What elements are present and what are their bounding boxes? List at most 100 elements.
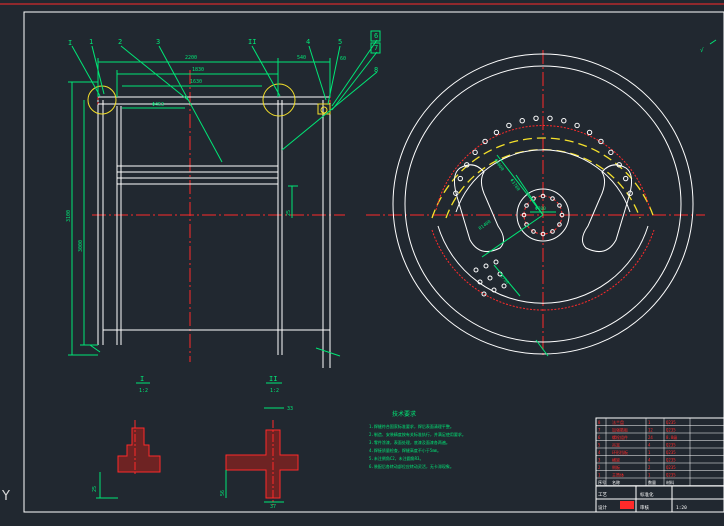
parts-cell: Q235 — [666, 442, 676, 447]
parts-cell: 加强筋板 — [612, 426, 628, 432]
lower-bolt-hole — [487, 275, 493, 281]
tech-title: 技术要求 — [392, 410, 416, 418]
hub-bolt-hole — [540, 231, 546, 237]
callout-7: 7 — [374, 44, 378, 52]
left-slot — [454, 164, 504, 253]
detail-I-view: I 1:2 25 — [92, 375, 161, 499]
hub-bolt-hole — [531, 229, 536, 234]
parts-cell: 2 — [648, 465, 651, 470]
parts-cell: 8.8级 — [666, 434, 677, 440]
parts-cell: 1 — [648, 420, 651, 425]
front-view: 2200 1830 1630 540 60 3100 3000 Φ453 25 … — [66, 30, 381, 368]
detail-II-dim-37: 37 — [270, 504, 276, 510]
callout-7-box — [370, 42, 381, 54]
parts-cell: 序号 — [598, 479, 606, 485]
parts-cell: Q235 — [666, 420, 676, 425]
upper-bolt-arc — [453, 115, 633, 196]
inner-ring-arc — [455, 149, 631, 213]
callout-I: I — [68, 39, 72, 47]
side-view: Φ4600 Φ3780 R1400 Φ700 1750 √ — [366, 39, 717, 357]
lower-bolt-hole — [501, 283, 507, 289]
technical-requirements: 技术要求 1.焊缝符合国家标准要求，焊后表面清理平整。 2.制造、安装精度按有关… — [369, 410, 466, 469]
rim-bolt-hole — [623, 175, 629, 182]
side-dimension-lines — [481, 154, 556, 297]
hub-bolt-hole — [557, 222, 562, 227]
parts-cell: 4 — [648, 442, 651, 447]
hub-bolt-hole — [550, 196, 555, 201]
detail-I-section — [117, 427, 161, 473]
title-block-red-mark — [620, 501, 634, 509]
tech-line-6: 6.装配后各转动部位应转动灵活，无卡滞现象。 — [369, 463, 454, 469]
parts-cell: 吊耳 — [612, 442, 620, 447]
roughness-symbol: √ — [700, 47, 704, 54]
tech-line-2: 2.制造、安装精度按有关标准执行，并满足使用要求。 — [369, 431, 466, 437]
callout-4: 4 — [306, 38, 310, 46]
tech-line-4: 4.焊接质量检查，焊缝高度不小于5mm。 — [369, 447, 441, 453]
parts-cell: 数量 — [648, 479, 656, 485]
callout-II: II — [248, 38, 256, 46]
roughness-tick — [709, 39, 717, 45]
rim-bolt-hole — [627, 190, 633, 196]
tech-line-5: 5.未注倒角C2，未注圆角R3。 — [369, 455, 423, 461]
lower-bolt-hole — [493, 259, 499, 265]
detail-II-section — [225, 429, 299, 499]
parts-cell: Q235 — [666, 450, 676, 455]
rim-bolt-hole — [533, 115, 539, 122]
rim-bolt-hole — [464, 162, 470, 168]
lower-bolt-hole — [491, 287, 497, 293]
parts-cell: 螺栓组件 — [612, 434, 628, 440]
rim-bolt-hole — [598, 138, 604, 145]
right-slot — [582, 164, 632, 253]
parts-cell: 24 — [648, 435, 653, 440]
parts-cell: 1 — [648, 450, 651, 455]
callout-8: 8 — [374, 66, 378, 74]
rim-bolt-hole — [574, 122, 580, 129]
hub-bolt-circle — [523, 195, 563, 235]
parts-cell: Q235 — [666, 472, 676, 477]
red-weld-arc-outer — [431, 229, 655, 311]
rim-bolt-hole — [482, 138, 488, 145]
parts-cell: 6 — [598, 435, 601, 440]
detail-I-dim: 25 — [92, 486, 98, 492]
parts-cell: 5 — [598, 442, 601, 447]
lug-hole — [320, 106, 328, 114]
callout-6: 6 — [374, 32, 378, 40]
dimension-lines — [68, 58, 341, 357]
parts-cell: 3 — [598, 457, 601, 462]
callout-5: 5 — [338, 38, 342, 46]
red-weld-arc-upper — [435, 125, 651, 211]
dim-1830: 1830 — [192, 67, 204, 73]
lower-bolt-hole — [477, 279, 483, 285]
side-dim-5: 1750 — [498, 273, 510, 285]
tech-line-1: 1.焊缝符合国家标准要求，焊后表面清理平整。 — [369, 423, 454, 429]
rim-bolt-hole — [608, 149, 614, 156]
rim-bolt-hole — [519, 118, 525, 124]
rim-bolt-hole — [472, 149, 478, 156]
rim-bolt-hole — [616, 162, 622, 168]
parts-cell: 8 — [598, 420, 601, 425]
yellow-hidden-arc-outer — [431, 137, 655, 219]
dim-phi453: Φ453 — [152, 102, 164, 108]
dim-540: 540 — [297, 55, 306, 61]
parts-cell: 侧板 — [612, 464, 620, 470]
detail-II-scale: 1:2 — [270, 388, 279, 394]
callout-3: 3 — [156, 38, 160, 46]
parts-cell: 1 — [648, 472, 651, 477]
detail-I-label: I — [140, 375, 144, 383]
parts-cell: 名称 — [612, 479, 620, 485]
parts-cell: 横梁 — [612, 456, 620, 462]
rim-bolt-hole — [547, 115, 553, 122]
hub-bolt-hole — [524, 203, 529, 208]
lower-ring-arc — [437, 225, 649, 304]
lower-bolt-hole — [481, 291, 487, 297]
parts-cell: 7 — [598, 427, 601, 432]
bottom-dim-tick — [535, 339, 549, 357]
lug-detail-box — [317, 103, 331, 115]
parts-cell: 环形挡板 — [612, 449, 628, 455]
detail-II-label: II — [269, 375, 277, 383]
detail-II-view: II 1:2 33 37 56 — [220, 375, 299, 510]
leader-lines — [71, 39, 378, 163]
parts-cell: 法兰盘 — [612, 419, 624, 425]
